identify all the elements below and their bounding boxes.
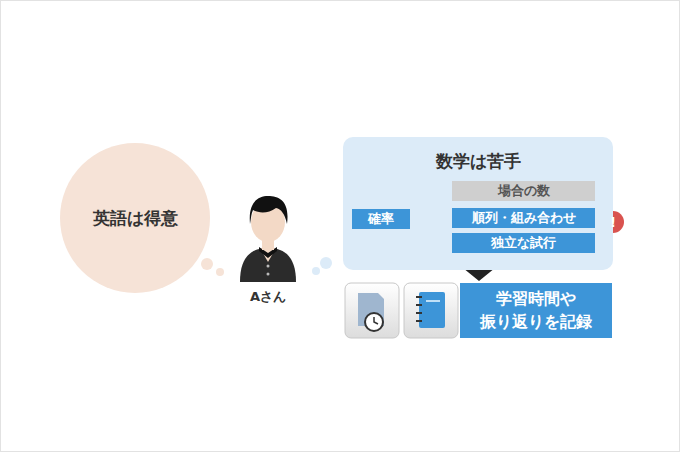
clock-document-icon	[345, 283, 399, 338]
node-text: 場合の数	[498, 183, 550, 199]
node-text: 学習時間や 振り返りを記録	[464, 288, 608, 333]
subject-panel: 数学は苦手確率 場合の数順列・組み合わせ独立な試行	[343, 137, 613, 270]
topic-box: 確率	[352, 209, 410, 229]
node-text: 英語は得意	[93, 208, 178, 228]
node-text: 独立な試行	[491, 235, 556, 251]
subtopic-box: 独立な試行	[452, 233, 595, 253]
subtopic-box: 場合の数	[452, 181, 595, 201]
student-figure	[240, 196, 296, 282]
thought-bubble	[201, 258, 213, 270]
subtopic-box: 順列・組み合わせ	[452, 208, 595, 228]
topic-circle: 英語は得意	[60, 143, 210, 293]
thought-bubble	[320, 257, 332, 269]
panel-heading: 数学は苦手	[349, 151, 607, 171]
alert-mark: !	[603, 213, 623, 231]
node-text: 確率	[368, 211, 394, 227]
action-band: 学習時間や 振り返りを記録	[460, 283, 612, 338]
person-name: Aさん	[236, 288, 300, 306]
thought-bubble	[216, 268, 224, 276]
thought-bubble	[312, 267, 320, 275]
notebook-icon	[404, 283, 458, 338]
node-text: 順列・組み合わせ	[472, 210, 576, 226]
